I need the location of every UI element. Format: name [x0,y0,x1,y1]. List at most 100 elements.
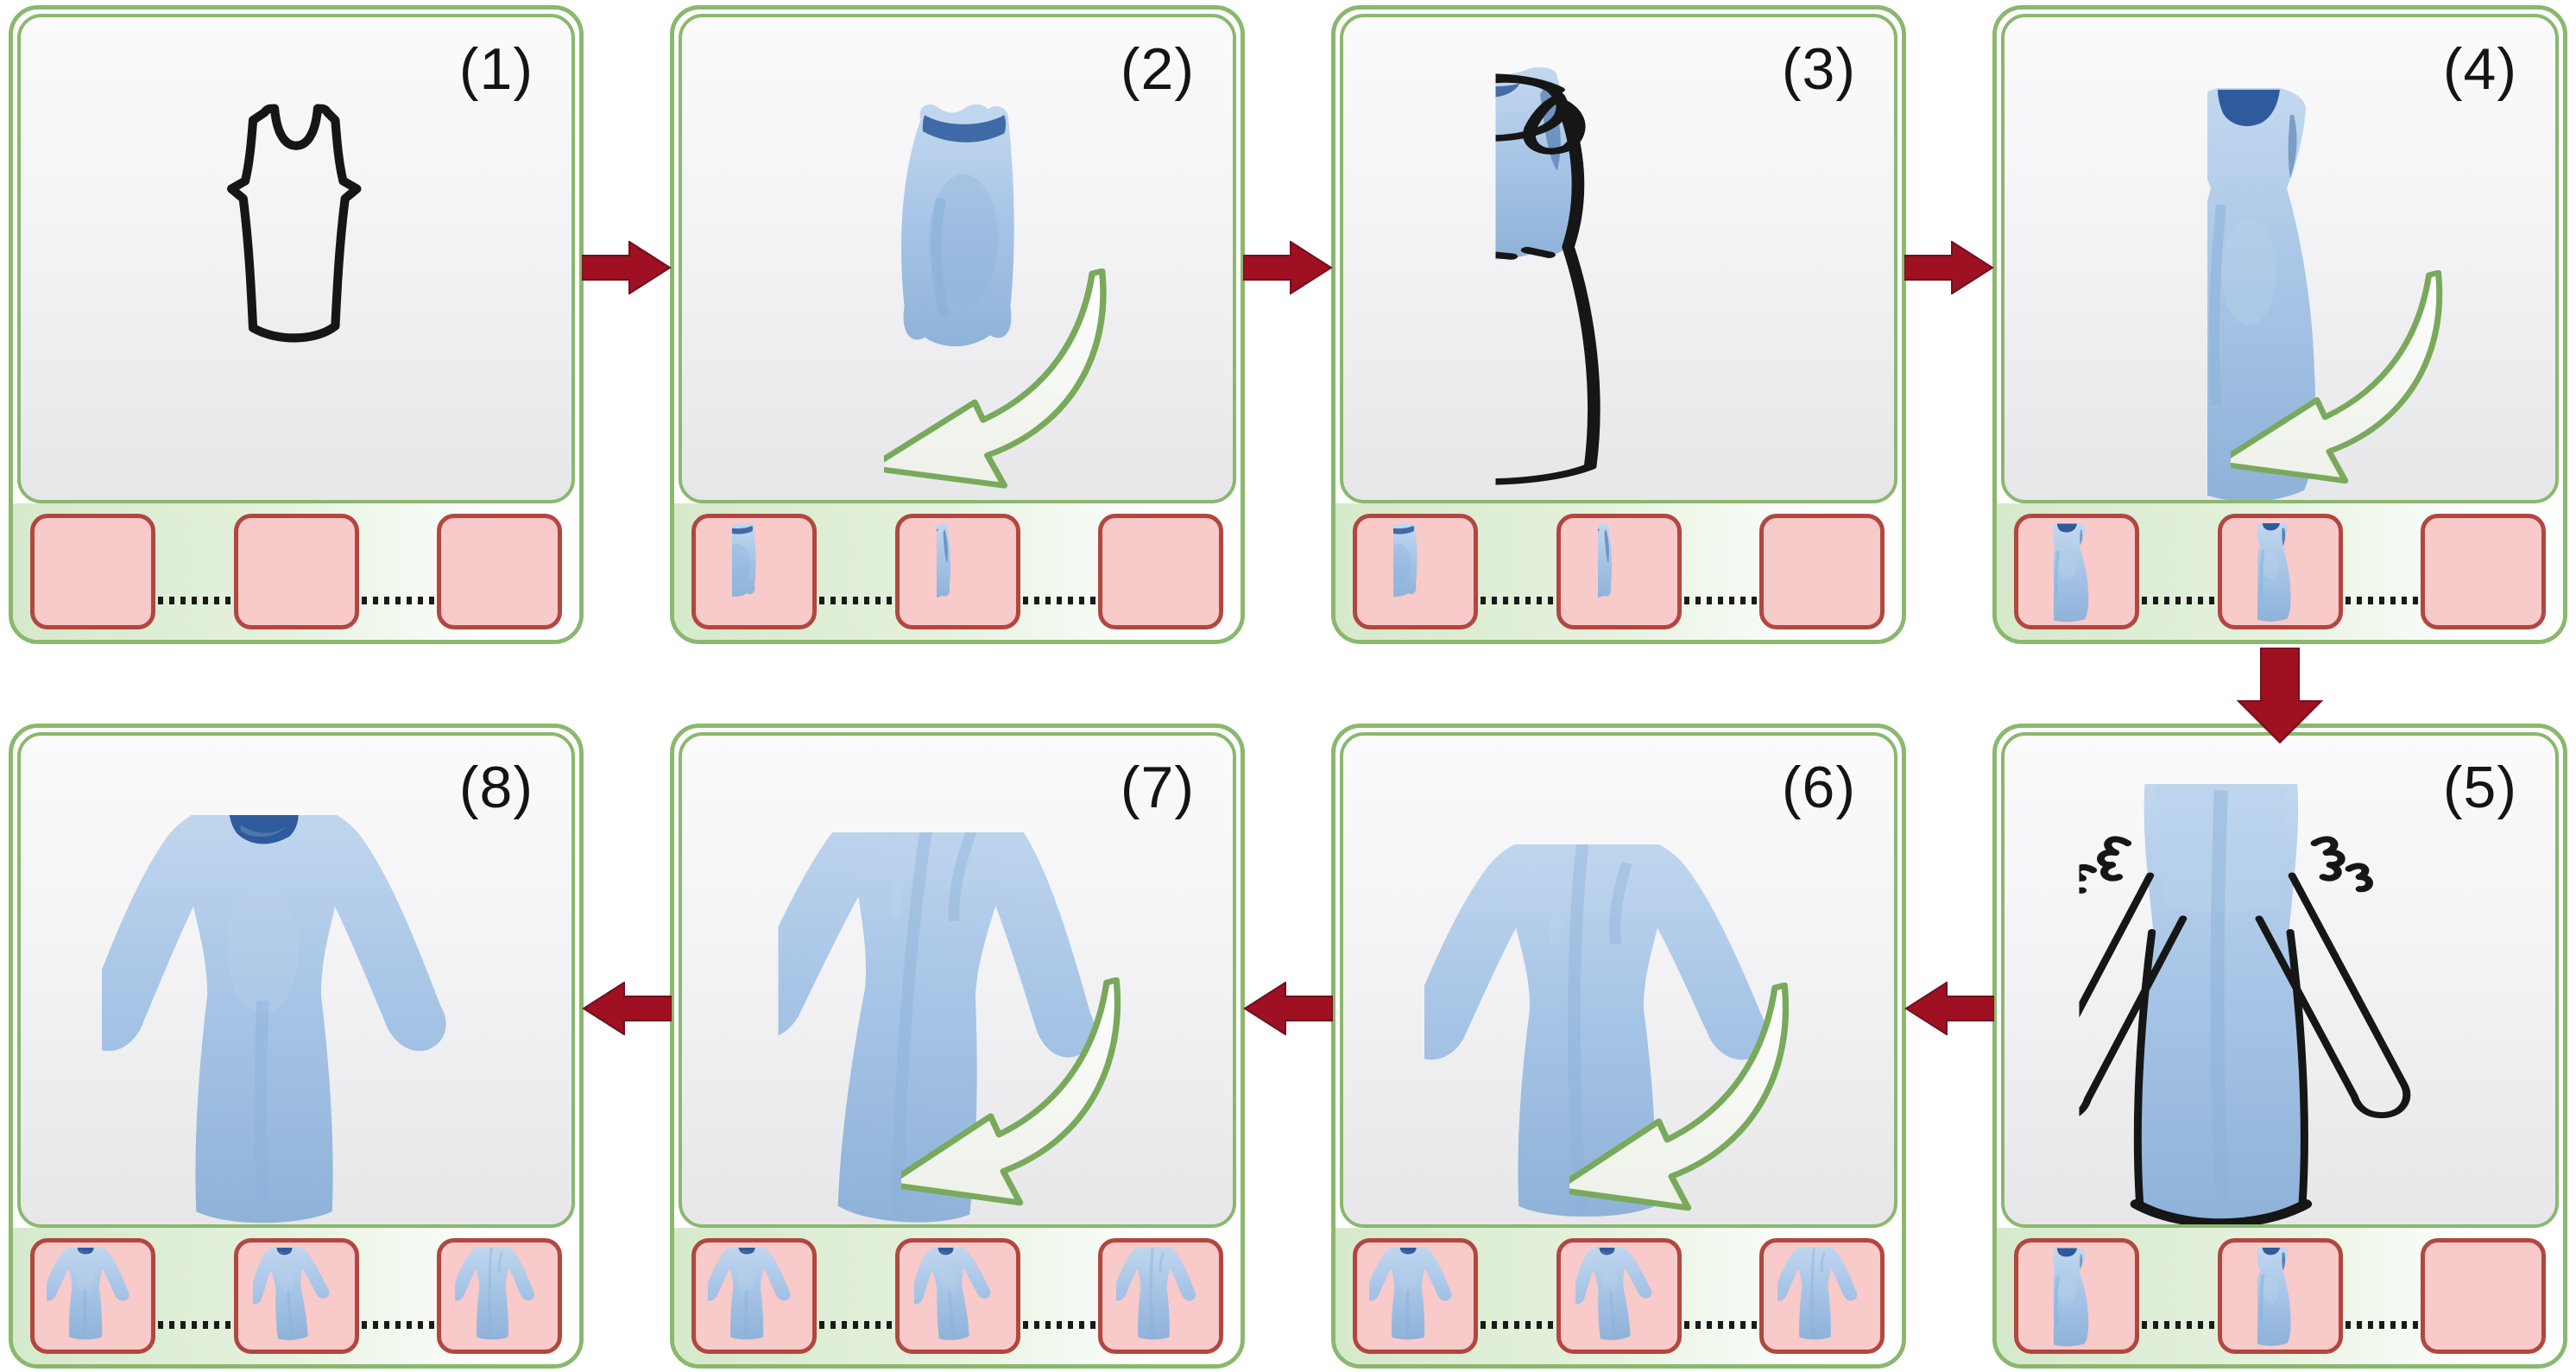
dotted-connector [1022,1321,1095,1329]
panel-number-label: (4) [2442,36,2517,102]
flow-arrow-down-icon [2237,648,2323,744]
variation-thumbnail [2014,514,2139,629]
dotted-connector [1481,1321,1554,1329]
flow-arrow-right-icon [1243,241,1333,294]
variation-thumbnail [894,1238,1020,1354]
panel-number-label: (6) [1781,755,1856,820]
panel-number-label: (7) [1120,755,1195,820]
variation-strip [674,503,1241,640]
canvas-stage-3: (3) [1340,14,1897,503]
rotate-view-arrow-icon [884,269,1136,498]
top-front-thumb-icon [1393,523,1438,603]
variation-thumbnail [1353,514,1478,629]
rotate-view-arrow-icon [1569,983,1818,1221]
variation-strip [674,1228,1241,1364]
dotted-connector [361,597,434,604]
pipeline-panel-7: (7) [670,724,1245,1369]
canvas-stage-5: (5) [2001,732,2559,1228]
flow-arrow-left-icon [1904,982,1994,1035]
panel-number-label: (1) [458,36,534,102]
top-front-thumb-icon [732,523,777,603]
variation-strip [1997,1228,2563,1364]
variation-thumbnail [1098,1238,1223,1354]
canvas-stage-1: (1) [17,14,575,503]
panel-number-label: (3) [1781,36,1856,102]
sleeved-back-thumb-icon [1116,1248,1206,1348]
variation-thumbnail [1759,1238,1885,1354]
variation-thumbnail [1759,514,1885,629]
variation-strip [1335,503,1902,640]
flow-arrow-right-icon [1904,241,1994,294]
sleeved-angled-thumb-icon [253,1248,339,1348]
pipeline-panel-8: (8) [9,724,584,1369]
variation-thumbnail [691,1238,817,1354]
dotted-connector [1683,1321,1757,1329]
variation-thumbnail [2421,1238,2546,1354]
variation-thumbnail [233,1238,359,1354]
sleeved-dress-3d-mesh-front-icon [102,815,490,1228]
flow-arrow-left-icon [582,982,672,1035]
variation-thumbnail-empty [30,514,155,629]
sleeved-front-thumb-icon [1369,1248,1462,1348]
panel-grid: (1) (2) [9,5,2567,1369]
dotted-connector [361,1321,434,1329]
variation-strip [1335,1228,1902,1364]
panel-number-label: (5) [2442,755,2517,820]
pipeline-panel-6: (6) [1331,724,1906,1369]
panel-number-label: (8) [458,755,534,820]
rotate-view-arrow-icon [901,977,1150,1216]
dress-front-thumb-icon [2054,1248,2100,1350]
dotted-connector [1481,597,1554,604]
canvas-stage-7: (7) [679,732,1236,1228]
sleeved-angled-thumb-icon [1575,1248,1662,1348]
dotted-connector [2142,597,2215,604]
canvas-stage-2: (2) [679,14,1236,503]
variation-thumbnail [2421,514,2546,629]
top-side-thumb-icon [1141,523,1181,604]
variation-thumbnail [437,1238,562,1354]
dress-sketch-over-top-mesh-icon [1496,67,1742,503]
dress-angled-thumb-icon [2257,523,2302,625]
sleeved-front-thumb-icon [708,1248,801,1348]
flow-arrow-right-icon [582,241,672,294]
variation-thumbnail-empty [233,514,359,629]
dress-angled-thumb-icon [2257,1248,2302,1350]
variation-strip [13,1228,579,1364]
sleeved-front-thumb-icon [47,1248,140,1348]
dotted-connector [1683,597,1757,604]
dotted-connector [2345,1321,2418,1329]
dotted-connector [158,597,231,604]
top-side-thumb-icon [1803,523,1842,604]
variation-thumbnail [2217,514,2343,629]
canvas-stage-8: (8) [17,732,575,1228]
variation-strip [1997,503,2563,640]
dotted-connector [1022,597,1095,604]
rotate-view-arrow-icon [2231,270,2471,493]
variation-thumbnail [1556,514,1682,629]
variation-thumbnail [2014,1238,2139,1354]
pipeline-panel-3: (3) [1331,5,1906,644]
panel-number-label: (2) [1120,36,1195,102]
variation-strip [13,503,579,640]
dress-front-thumb-icon [2054,523,2100,625]
dress-side-thumb-icon [2464,1248,2503,1350]
top-sketch-drawing-icon [217,97,376,351]
variation-thumbnail [1098,514,1223,629]
top-angled-thumb-icon [937,523,978,604]
pipeline-panel-4: (4) [1992,5,2567,644]
variation-thumbnail [1353,1238,1478,1354]
variation-thumbnail [30,1238,155,1354]
sleeve-sketch-over-dress-mesh-icon [2080,784,2481,1228]
canvas-stage-4: (4) [2001,14,2559,503]
variation-thumbnail [1556,1238,1682,1354]
top-angled-thumb-icon [1598,523,1639,604]
pipeline-panel-2: (2) [670,5,1245,644]
dress-side-thumb-icon [2464,523,2503,625]
dotted-connector [2345,597,2418,604]
variation-thumbnail [691,514,817,629]
pipeline-panel-5: (5) [1992,724,2567,1369]
flow-arrow-left-icon [1243,982,1333,1035]
sleeved-angled-thumb-icon [914,1248,1001,1348]
dotted-connector [158,1321,231,1329]
